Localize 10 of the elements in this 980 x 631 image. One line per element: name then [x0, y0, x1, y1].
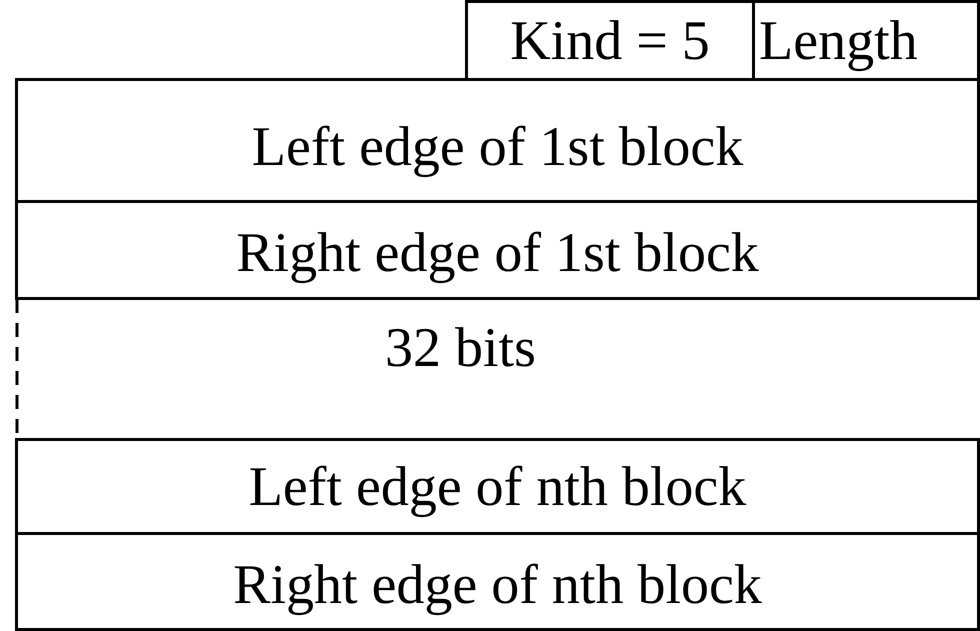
field-row-box: [15, 200, 980, 300]
header-field-box: [465, 0, 755, 81]
header-field-box: [752, 0, 980, 81]
field-row-box: [15, 78, 980, 203]
field-label: Kind = 5: [510, 12, 710, 68]
width-label: 32 bits: [385, 320, 536, 376]
field-row-box: [15, 532, 980, 631]
field-label: Right edge of 1st block: [236, 225, 759, 281]
field-label: Right edge of nth block: [233, 557, 762, 613]
field-row-box: [15, 438, 980, 535]
